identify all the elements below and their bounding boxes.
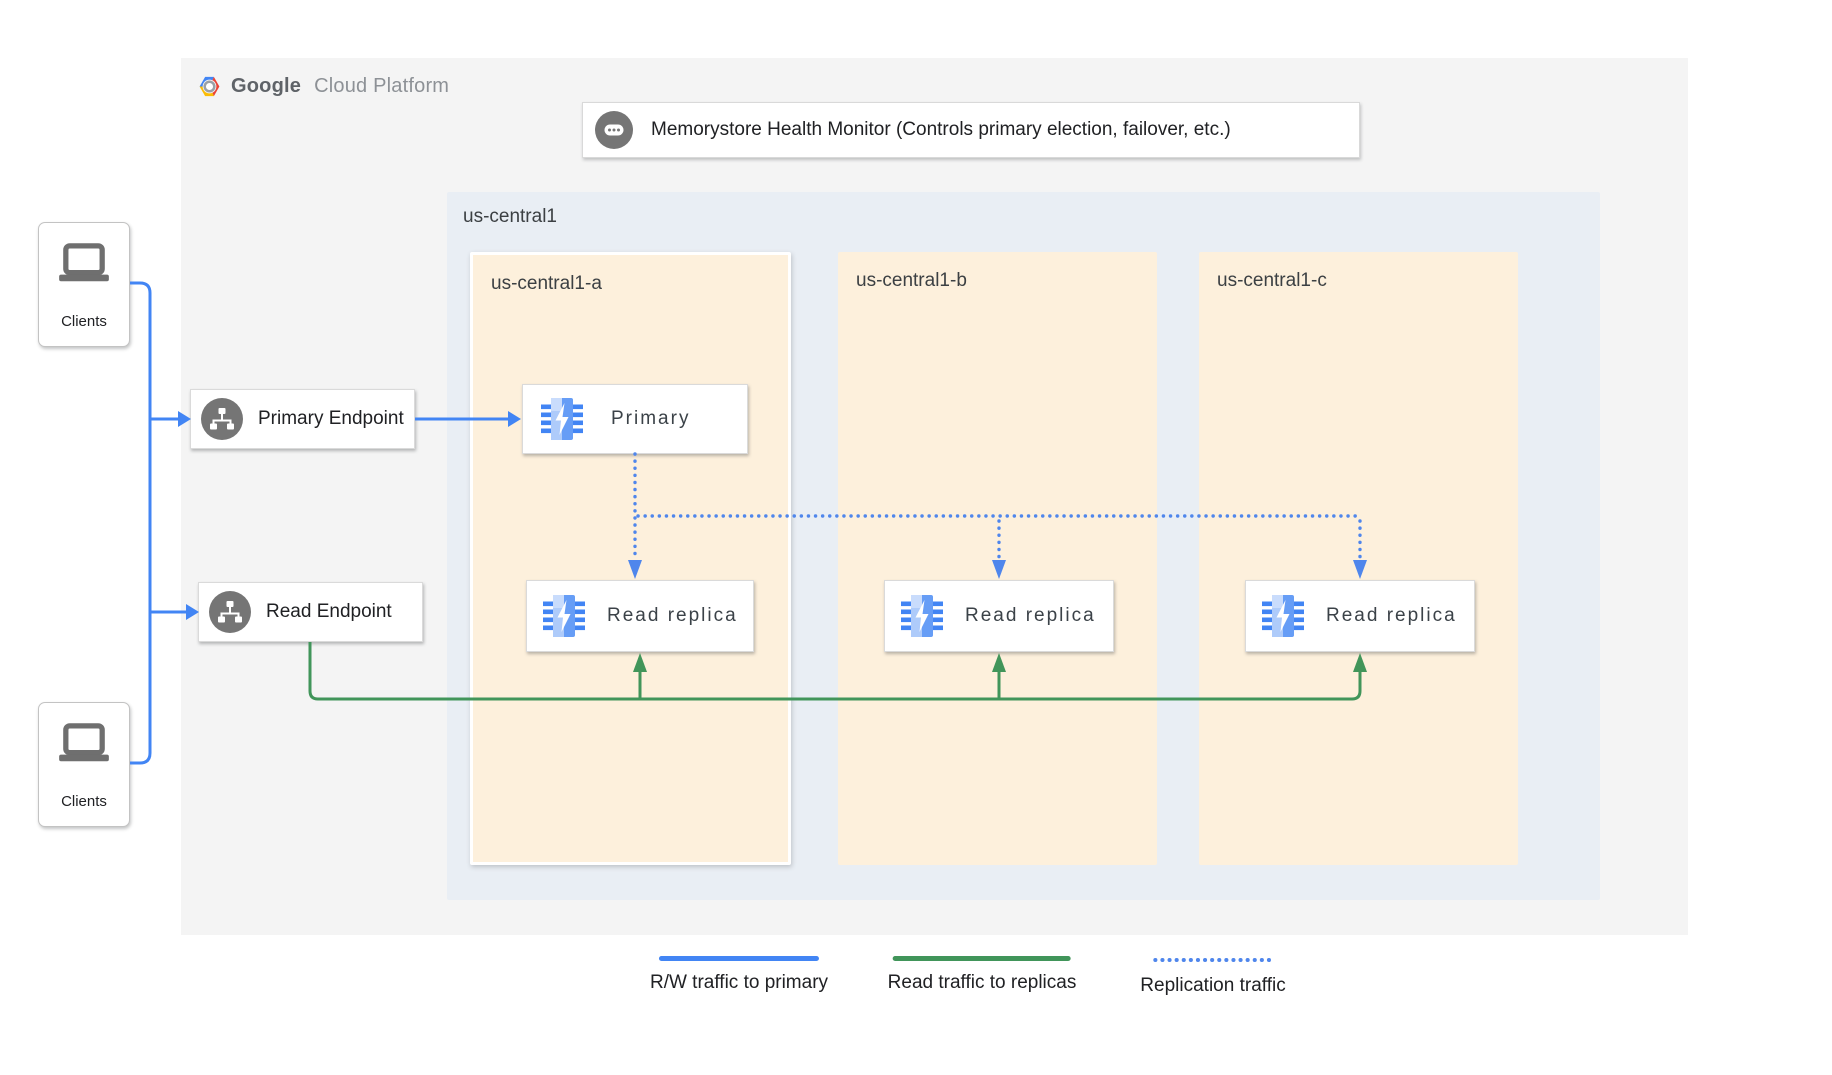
region-label: us-central1 bbox=[463, 206, 557, 227]
zone-a-label: us-central1-a bbox=[491, 273, 602, 294]
legend-blue-dotted-line bbox=[1152, 958, 1273, 962]
legend-replication-label: Replication traffic bbox=[1140, 975, 1286, 996]
legend-rw-label: R/W traffic to primary bbox=[649, 972, 829, 993]
read-replica-b-label: Read replica bbox=[965, 605, 1096, 626]
primary-endpoint-box: Primary Endpoint bbox=[190, 389, 415, 449]
laptop-icon bbox=[55, 723, 113, 767]
read-replica-c-label: Read replica bbox=[1326, 605, 1457, 626]
read-replica-b-box: Read replica bbox=[884, 580, 1114, 652]
network-sitemap-icon bbox=[201, 398, 243, 440]
laptop-icon bbox=[55, 243, 113, 287]
clients-trunk-line bbox=[130, 281, 152, 765]
legend-read-label: Read traffic to replicas bbox=[887, 972, 1077, 993]
legend-item-read-traffic: Read traffic to replicas bbox=[887, 956, 1077, 994]
zone-c-label: us-central1-c bbox=[1217, 270, 1327, 291]
read-replica-a-label: Read replica bbox=[607, 605, 738, 626]
gcp-hexagon-logo-icon bbox=[197, 74, 222, 99]
gcp-logo: Google Cloud Platform bbox=[197, 74, 449, 99]
clients-label: Clients bbox=[61, 793, 107, 810]
zone-us-central1-a: us-central1-a bbox=[470, 252, 791, 865]
legend-item-replication-traffic: Replication traffic bbox=[1140, 956, 1286, 997]
legend-blue-solid-line bbox=[659, 956, 819, 961]
clients-label: Clients bbox=[61, 313, 107, 330]
logo-text-google: Google bbox=[231, 75, 302, 97]
zone-us-central1-c: us-central1-c bbox=[1199, 252, 1518, 865]
memorystore-chip-icon bbox=[541, 594, 587, 638]
primary-instance-label: Primary bbox=[611, 408, 691, 429]
clients-box-top: Clients bbox=[38, 222, 130, 347]
legend-item-rw-traffic: R/W traffic to primary bbox=[650, 956, 828, 994]
ellipsis-badge-icon bbox=[595, 111, 633, 149]
health-monitor-box: Memorystore Health Monitor (Controls pri… bbox=[582, 102, 1360, 158]
zone-b-label: us-central1-b bbox=[856, 270, 967, 291]
legend-green-solid-line bbox=[893, 956, 1071, 961]
zone-us-central1-b: us-central1-b bbox=[838, 252, 1157, 865]
network-sitemap-icon bbox=[209, 591, 251, 633]
memorystore-chip-icon bbox=[899, 594, 945, 638]
health-monitor-label: Memorystore Health Monitor (Controls pri… bbox=[651, 119, 1231, 140]
memorystore-chip-icon bbox=[1260, 594, 1306, 638]
read-replica-a-box: Read replica bbox=[526, 580, 754, 652]
logo-text-cloud-platform: Cloud Platform bbox=[314, 75, 450, 97]
read-replica-c-box: Read replica bbox=[1245, 580, 1475, 652]
clients-box-bottom: Clients bbox=[38, 702, 130, 827]
primary-instance-box: Primary bbox=[522, 384, 748, 454]
memorystore-chip-icon bbox=[539, 397, 585, 441]
read-endpoint-label: Read Endpoint bbox=[266, 601, 392, 622]
read-endpoint-box: Read Endpoint bbox=[198, 582, 423, 642]
primary-endpoint-label: Primary Endpoint bbox=[258, 408, 404, 429]
